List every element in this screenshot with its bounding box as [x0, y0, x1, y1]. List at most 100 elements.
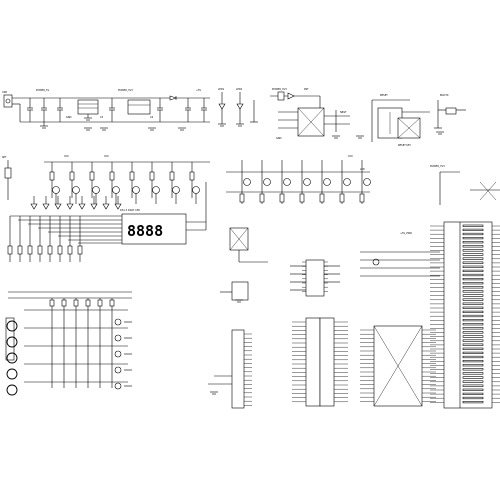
ground-symbols — [84, 127, 444, 395]
resistor — [57, 245, 63, 255]
svg-text:NRST: NRST — [340, 111, 347, 114]
resistor — [109, 299, 115, 307]
mcu-pin-label — [462, 224, 484, 227]
keypad-buttons — [6, 299, 132, 396]
mcu-pin-label — [462, 392, 484, 396]
transistor — [192, 186, 200, 194]
bus-resistors — [7, 216, 83, 262]
keypad-matrix-section — [5, 291, 132, 388]
mcu-pin-label — [462, 294, 484, 297]
mcu-pin-label — [462, 286, 484, 289]
transistor — [52, 186, 60, 194]
resistor — [109, 171, 115, 181]
mcu-pin-label — [462, 241, 484, 244]
transistor — [112, 186, 120, 194]
svg-text:RESET KEY: RESET KEY — [398, 144, 411, 147]
transistor — [263, 178, 271, 186]
keypad-switch — [114, 334, 122, 342]
dc-jack — [3, 94, 13, 108]
segment-digits: 8888 — [127, 222, 163, 240]
transistor — [152, 186, 160, 194]
mcu-pin-label — [462, 396, 484, 400]
small-ic-center — [290, 259, 340, 297]
resistor — [189, 171, 195, 181]
mcu-pin-label — [462, 253, 484, 256]
svg-text:LED2: LED2 — [236, 88, 243, 91]
mcu-pin-label — [462, 232, 484, 236]
resistor — [97, 299, 103, 307]
mcu-pin-label — [462, 347, 484, 350]
dc-jack-pin — [5, 98, 11, 104]
mcu-pin-label — [462, 388, 484, 391]
mcu-pin-label — [462, 359, 484, 363]
interface-ic — [305, 259, 325, 297]
transistor — [363, 178, 371, 186]
svg-text:+5V: +5V — [196, 89, 202, 92]
resistor — [339, 193, 345, 203]
crossed-ic-block — [373, 325, 423, 407]
resistor — [359, 193, 365, 203]
mcu-pin-label — [462, 306, 484, 309]
buzzer-block — [220, 227, 268, 301]
led — [78, 203, 86, 210]
keypad-key — [6, 352, 18, 364]
resistor — [17, 245, 23, 255]
led — [42, 203, 50, 210]
svg-text:LED1: LED1 — [218, 88, 225, 91]
resistor — [7, 245, 13, 255]
mcu-pin-label — [462, 318, 484, 322]
transistor — [243, 178, 251, 186]
svg-text:SET: SET — [2, 156, 7, 159]
mcu-pin-label — [462, 245, 484, 248]
resistor — [319, 193, 325, 203]
mcu-pin-label — [462, 327, 484, 330]
svg-text:GND: GND — [66, 116, 72, 119]
regulator-2 — [127, 99, 151, 115]
pin-header-left-col — [305, 317, 321, 407]
mcu-pin-label — [462, 290, 484, 293]
svg-text:LED: LED — [360, 168, 365, 171]
mcu-pin-label — [462, 323, 484, 326]
led-power-2 — [236, 103, 244, 110]
svg-text:RST: RST — [304, 88, 309, 91]
resistor — [85, 299, 91, 307]
svg-text:POWER_3V3: POWER_3V3 — [272, 88, 287, 91]
transistor — [323, 178, 331, 186]
keypad-key — [6, 368, 18, 380]
transistor — [343, 178, 351, 186]
mcu-pin-label — [462, 237, 484, 240]
keypad-switch — [114, 318, 122, 326]
small-ic-pins — [302, 261, 328, 292]
mcu-pin-label — [462, 277, 484, 281]
svg-text:+5V_PWR: +5V_PWR — [400, 232, 412, 235]
mcu-pins — [430, 224, 500, 404]
keypad-switch — [114, 366, 122, 374]
supply-capacitors — [27, 98, 207, 122]
mcu-pin-label — [462, 265, 484, 268]
resistor — [61, 299, 67, 307]
transistor — [172, 186, 180, 194]
resistor — [49, 171, 55, 181]
pin-header-right-col — [319, 317, 335, 407]
mcu-pin-label — [462, 249, 484, 252]
mcu-pin-label — [462, 310, 484, 314]
mcu-pin-label — [462, 298, 484, 301]
keypad-key — [6, 336, 18, 348]
mcu-pin-label — [462, 372, 484, 375]
mcu-pin-label — [462, 376, 484, 379]
keypad-key — [6, 320, 18, 332]
svg-text:RESET: RESET — [380, 94, 388, 97]
resistor — [149, 171, 155, 181]
center-header-pins — [292, 321, 348, 402]
svg-text:VCC: VCC — [348, 155, 353, 158]
crossed-ic-pins — [360, 329, 436, 402]
svg-text:POWER_3V3: POWER_3V3 — [430, 165, 445, 168]
svg-text:GND: GND — [276, 137, 282, 140]
pin-header-center — [305, 317, 335, 407]
svg-text:VCC: VCC — [64, 155, 69, 158]
led — [90, 203, 98, 210]
mcu-pin-label — [462, 400, 484, 404]
svg-text:POWER_5V: POWER_5V — [36, 89, 50, 92]
mcu-pin-label — [462, 343, 484, 346]
boot-jumper-block: BOOT0 — [434, 94, 466, 129]
